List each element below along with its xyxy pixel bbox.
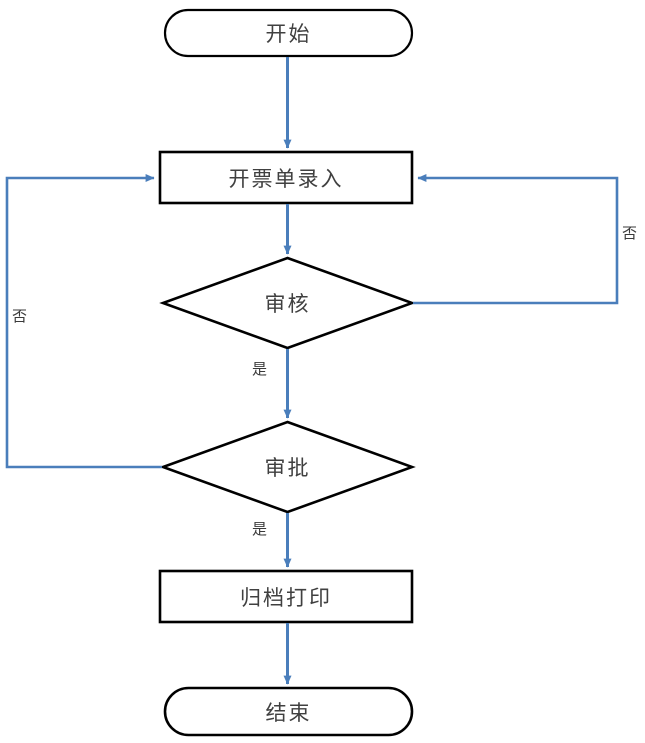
shape-entry-process[interactable] <box>158 150 414 205</box>
edge-label-review-yes: 是 <box>252 362 268 378</box>
edge-label-approve-no: 否 <box>12 309 28 325</box>
edge-review-no-entry <box>413 174 619 305</box>
edge-label-review-no: 否 <box>622 226 638 242</box>
edge-approve-no-entry <box>5 174 162 469</box>
shape-end-terminator[interactable] <box>163 686 414 737</box>
shape-start-terminator[interactable] <box>163 8 414 58</box>
shape-archive-process[interactable] <box>158 569 414 624</box>
shape-review-decision[interactable] <box>159 256 416 350</box>
shape-approve-decision[interactable] <box>159 420 416 514</box>
edge-label-approve-yes: 是 <box>252 522 268 538</box>
